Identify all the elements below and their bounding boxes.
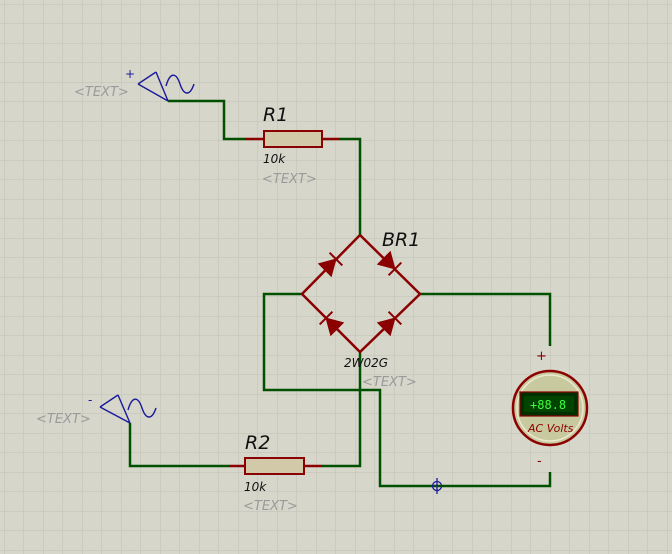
source-bottom-polarity: - — [88, 393, 92, 407]
ac-source-bottom[interactable]: - <TEXT> — [36, 393, 157, 427]
resistor-r2-body — [244, 457, 305, 475]
source-top-label: <TEXT> — [74, 85, 129, 100]
r2-ref: R2 — [245, 432, 270, 454]
meter-plus-terminal: + — [536, 349, 547, 364]
resistor-r2[interactable]: R2 10k <TEXT> — [230, 432, 322, 514]
bridge-rectifier-br1[interactable]: BR1 2W02G <TEXT> — [300, 229, 422, 390]
r1-text: <TEXT> — [262, 172, 317, 187]
wire-source-top-to-r1[interactable] — [168, 99, 245, 141]
meter-unit: AC Volts — [527, 422, 574, 435]
br1-part: 2W02G — [344, 356, 388, 370]
meter-bezel — [516, 374, 584, 442]
resistor-r1[interactable]: R1 10k <TEXT> — [245, 104, 340, 187]
diode-icon — [317, 250, 403, 337]
junction-marker[interactable] — [431, 478, 443, 494]
source-bottom-label: <TEXT> — [36, 412, 91, 427]
ac-source-icon — [99, 394, 157, 424]
meter-display-inner — [524, 396, 574, 412]
ac-source-top[interactable]: + <TEXT> — [74, 67, 195, 102]
r2-text: <TEXT> — [243, 499, 298, 514]
wire-r1-to-bridge-top[interactable] — [340, 137, 362, 235]
r2-value: 10k — [244, 480, 267, 494]
wire-bridge-right-to-meter[interactable] — [420, 292, 552, 346]
meter-minus-terminal: - — [537, 454, 542, 469]
source-top-polarity: + — [125, 67, 135, 81]
wire-source-bottom-to-r2[interactable] — [128, 423, 230, 468]
ac-voltmeter[interactable]: +88.8 AC Volts + - — [511, 349, 589, 469]
br1-text: <TEXT> — [362, 375, 417, 390]
wires — [128, 99, 552, 488]
wire-bridge-bottom-to-r2[interactable] — [322, 352, 362, 468]
resistor-r1-body — [263, 130, 323, 148]
r1-value: 10k — [263, 152, 286, 166]
br1-ref: BR1 — [382, 229, 420, 251]
wire-bridge-left-loop[interactable] — [262, 292, 552, 488]
ac-source-icon — [137, 71, 195, 102]
meter-reading: +88.8 — [530, 398, 566, 412]
r1-ref: R1 — [263, 104, 288, 126]
